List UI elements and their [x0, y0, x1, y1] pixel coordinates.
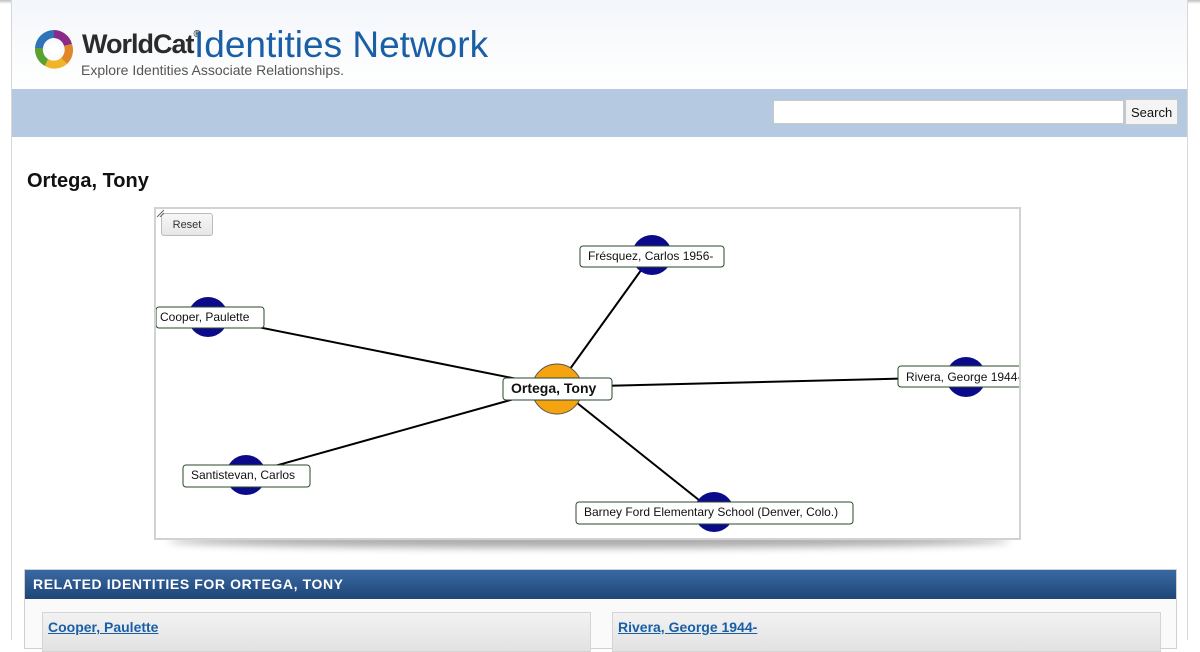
edge-fresquez [556, 254, 653, 388]
graph-node-cooper[interactable]: Cooper, Paulette [156, 297, 265, 337]
reset-button[interactable]: Reset [161, 213, 213, 236]
search-bar: Search [12, 89, 1187, 137]
graph-node-label: Frésquez, Carlos 1956- [588, 249, 713, 263]
graph-node-rivera[interactable]: Rivera, George 1944- [897, 357, 1019, 397]
related-item-card[interactable]: Rivera, George 1944- [612, 612, 1161, 652]
page-title: Ortega, Tony [27, 170, 149, 192]
graph-node-center[interactable]: Ortega, Tony [502, 363, 613, 415]
site-header: WorldCat® Identities Network Explore Ide… [12, 0, 1187, 89]
site-tagline: Explore Identities Associate Relationshi… [81, 62, 345, 78]
related-item-card[interactable]: Cooper, Paulette [42, 612, 591, 652]
graph-node-fresquez[interactable]: Frésquez, Carlos 1956- [579, 235, 725, 275]
edge-santistevan [245, 386, 558, 475]
related-item-link[interactable]: Cooper, Paulette [48, 619, 159, 635]
worldcat-logo-text[interactable]: WorldCat® [82, 29, 201, 60]
search-button[interactable]: Search [1125, 99, 1179, 125]
network-canvas[interactable]: Cooper, Paulette Frésquez, Carlos 1956- … [156, 209, 1019, 538]
graph-node-label: Rivera, George 1944- [906, 370, 1019, 384]
identity-network-graph[interactable]: Cooper, Paulette Frésquez, Carlos 1956- … [154, 207, 1021, 540]
related-identities-panel: RELATED IDENTITIES FOR ORTEGA, TONY Coop… [24, 569, 1177, 652]
site-title[interactable]: Identities Network [194, 24, 489, 65]
graph-node-barney-ford[interactable]: Barney Ford Elementary School (Denver, C… [575, 492, 854, 532]
page-frame [11, 0, 1188, 640]
graph-node-label: Santistevan, Carlos [191, 468, 295, 482]
logo-text: WorldCat [82, 29, 194, 59]
graph-node-label: Cooper, Paulette [160, 310, 250, 324]
search-input[interactable] [773, 100, 1124, 124]
related-identities-heading: RELATED IDENTITIES FOR ORTEGA, TONY [25, 570, 1176, 599]
related-item-link[interactable]: Rivera, George 1944- [618, 619, 758, 635]
resize-handle-icon[interactable] [156, 209, 164, 217]
edge-cooper [207, 316, 558, 388]
logo-registered-mark: ® [193, 29, 201, 40]
graph-node-label: Barney Ford Elementary School (Denver, C… [584, 505, 838, 519]
worldcat-logo-icon[interactable] [29, 24, 79, 74]
edge-barney-ford [556, 386, 715, 513]
graph-node-santistevan[interactable]: Santistevan, Carlos [182, 455, 311, 495]
graph-center-label: Ortega, Tony [511, 380, 597, 396]
